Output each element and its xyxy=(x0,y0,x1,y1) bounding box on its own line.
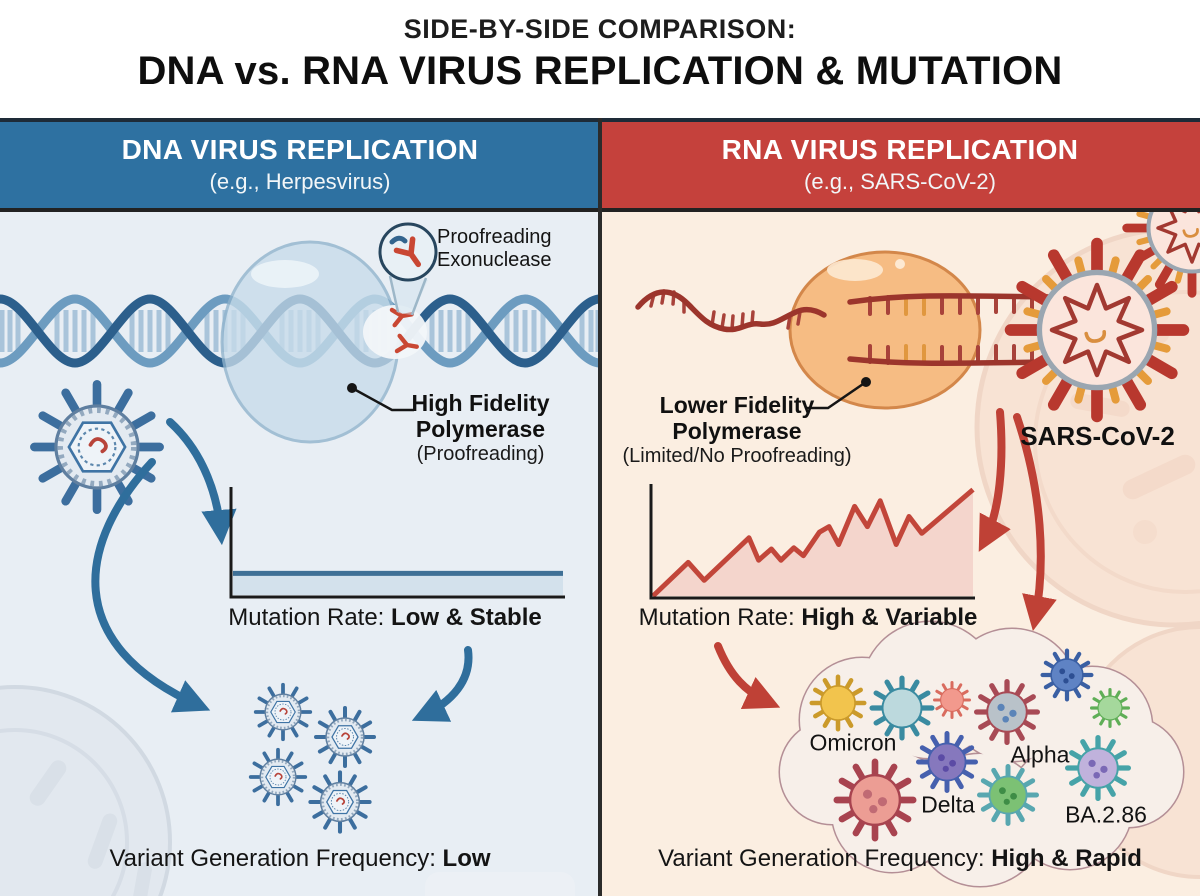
callout-line1: Proofreading xyxy=(437,226,552,248)
polymerase-leader-line xyxy=(347,383,414,412)
background-cell-drawing xyxy=(0,685,575,896)
rna-panel-illustration xyxy=(635,212,1200,888)
dna-flow-arrows xyxy=(91,418,473,722)
panel-divider xyxy=(598,118,602,896)
variant-freq-label: Variant Generation Frequency: xyxy=(658,845,985,872)
arrow-rate-to-progeny xyxy=(411,646,473,722)
rna-header-example: (e.g., SARS-CoV-2) xyxy=(804,169,996,194)
mutation-rate-value: Low & Stable xyxy=(391,604,542,631)
page-title: DNA vs. RNA VIRUS REPLICATION & MUTATION xyxy=(137,49,1063,93)
callout-line2: Exonuclease xyxy=(437,249,552,272)
progeny-virus-icon xyxy=(248,747,308,807)
lower-fidelity-polymerase-illustration xyxy=(635,250,1055,410)
high-fidelity-polymerase-label: High Fidelity Polymerase (Proofreading) xyxy=(388,390,573,466)
proofreading-exonuclease-callout xyxy=(378,222,438,316)
rna-mutation-rate-caption: Mutation Rate: High & Variable xyxy=(628,604,988,632)
polymerase-name-line2: Polymerase xyxy=(672,417,802,444)
rna-panel: Lower Fidelity Polymerase (Limited/No Pr… xyxy=(600,212,1200,896)
variant-label-alpha: Alpha xyxy=(1010,741,1070,768)
mutation-rate-label: Mutation Rate: xyxy=(228,604,385,631)
mutation-rate-label: Mutation Rate: xyxy=(638,604,795,631)
variant-freq-value: Low xyxy=(442,845,491,872)
dna-panel-illustration xyxy=(0,222,600,896)
dna-header-example: (e.g., Herpesvirus) xyxy=(209,169,391,194)
dna-header-title: DNA VIRUS REPLICATION xyxy=(121,134,479,165)
arrow-polymerase-to-chart xyxy=(978,408,1011,552)
variant-label-ba286: BA.2.86 xyxy=(1065,801,1147,828)
title-kicker: SIDE-BY-SIDE COMPARISON: xyxy=(403,14,797,44)
herpesvirus-icon xyxy=(34,384,159,509)
lower-fidelity-polymerase-label: Lower Fidelity Polymerase (Limited/No Pr… xyxy=(612,392,862,468)
chart-axes xyxy=(649,484,975,600)
arrow-virus-to-variants xyxy=(1013,413,1057,632)
comparison-panels: Proofreading Exonuclease High Fidelity P… xyxy=(0,212,1200,896)
progeny-virus-cluster xyxy=(248,682,376,832)
variant-label-delta: Delta xyxy=(921,791,975,818)
rna-variant-frequency-caption: Variant Generation Frequency: High & Rap… xyxy=(600,845,1200,873)
variant-freq-label: Variant Generation Frequency: xyxy=(109,845,436,872)
progeny-virus-icon xyxy=(314,706,376,768)
exonuclease-callout-label: Proofreading Exonuclease xyxy=(437,226,597,272)
polymerase-name-line1: Lower Fidelity xyxy=(659,392,815,418)
rna-header-title: RNA VIRUS REPLICATION xyxy=(721,134,1079,165)
dna-mutation-rate-chart xyxy=(229,487,565,599)
progeny-virus-icon xyxy=(310,772,369,831)
variant-freq-value: High & Rapid xyxy=(991,845,1142,872)
sars-cov-2-label: SARS-CoV-2 xyxy=(1020,421,1175,451)
panel-headers-row: DNA VIRUS REPLICATION (e.g., Herpesvirus… xyxy=(0,118,1200,212)
chart-line xyxy=(651,487,975,598)
dna-panel: Proofreading Exonuclease High Fidelity P… xyxy=(0,212,600,896)
chart-axes xyxy=(229,487,565,599)
rna-mutation-rate-chart xyxy=(649,484,975,600)
polymerase-name-line2: Polymerase xyxy=(415,415,546,442)
rna-flow-arrows xyxy=(714,408,1057,709)
rna-panel-header: RNA VIRUS REPLICATION (e.g., SARS-CoV-2) xyxy=(600,122,1200,208)
polymerase-name-line1: High Fidelity xyxy=(411,390,550,416)
dna-mutation-rate-caption: Mutation Rate: Low & Stable xyxy=(200,604,570,632)
dna-panel-header: DNA VIRUS REPLICATION (e.g., Herpesvirus… xyxy=(0,122,600,208)
arrow-virus-to-chart xyxy=(166,418,237,546)
arrow-rate-to-variants xyxy=(714,642,781,709)
title-block: SIDE-BY-SIDE COMPARISON: DNA vs. RNA VIR… xyxy=(0,0,1200,118)
polymerase-note: (Limited/No Proofreading) xyxy=(622,444,852,467)
rna-template-strand xyxy=(635,289,827,333)
chart-area-fill xyxy=(233,573,563,595)
arrow-virus-to-progeny xyxy=(91,458,211,713)
variant-label-omicron: Omicron xyxy=(809,729,897,756)
dna-variant-frequency-caption: Variant Generation Frequency: Low xyxy=(0,845,600,873)
mutation-rate-value: High & Variable xyxy=(801,604,978,631)
polymerase-note: (Proofreading) xyxy=(416,442,545,465)
progeny-virus-icon xyxy=(253,682,313,742)
